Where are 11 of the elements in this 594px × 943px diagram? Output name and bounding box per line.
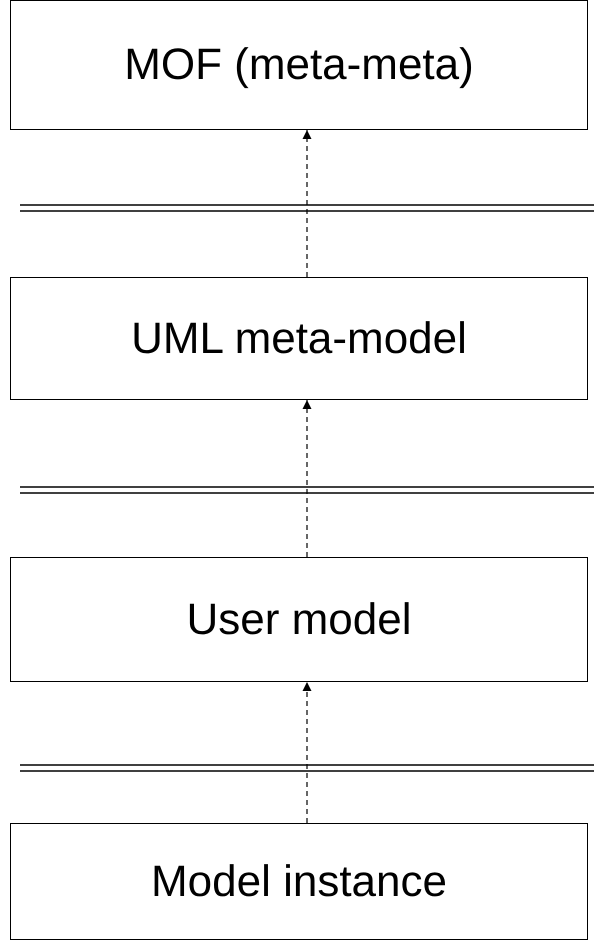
layer-label: Model instance [151, 856, 447, 906]
layer-box [10, 823, 588, 940]
dashed-arrow [302, 682, 312, 823]
layer-box [10, 0, 588, 130]
layer-label: MOF (meta-meta) [124, 40, 474, 90]
layer-box [10, 277, 588, 400]
layer-label: User model [186, 594, 412, 644]
dashed-arrow [302, 400, 312, 557]
layer-box [10, 557, 588, 682]
layer-label: UML meta-model [131, 314, 467, 364]
dashed-arrow [302, 130, 312, 277]
